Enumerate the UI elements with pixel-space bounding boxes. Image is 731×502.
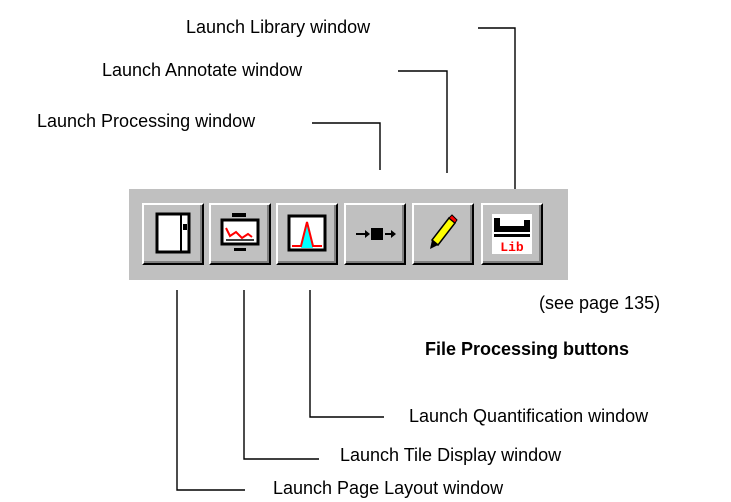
library-icon-label: Lib xyxy=(500,240,524,255)
processing-callout-label: Launch Processing window xyxy=(37,111,256,131)
leader-library xyxy=(478,27,516,203)
leader-quantification xyxy=(309,290,384,418)
library-icon: Lib xyxy=(492,214,532,255)
file-processing-toolbar: Lib xyxy=(129,189,568,280)
annotate-callout-label: Launch Annotate window xyxy=(102,60,303,80)
tile-display-callout-label: Launch Tile Display window xyxy=(340,445,562,465)
library-callout-label: Launch Library window xyxy=(186,17,371,37)
leader-processing xyxy=(312,122,381,170)
processing-button[interactable] xyxy=(344,203,406,265)
leader-tile-display xyxy=(243,290,319,460)
library-button[interactable]: Lib xyxy=(481,203,543,265)
leader-annotate xyxy=(398,70,448,173)
caption-heading: File Processing buttons xyxy=(425,339,630,359)
quantification-button[interactable] xyxy=(276,203,338,265)
page-layout-button[interactable] xyxy=(142,203,204,265)
page-reference: (see page 135) xyxy=(539,293,661,313)
page-layout-callout-label: Launch Page Layout window xyxy=(273,478,504,498)
tile-display-icon xyxy=(220,213,260,251)
quantification-callout-label: Launch Quantification window xyxy=(409,406,649,426)
page-layout-icon xyxy=(155,212,191,254)
processing-arrows-icon xyxy=(356,228,396,240)
tile-display-button[interactable] xyxy=(209,203,271,265)
leader-page-layout xyxy=(176,290,245,491)
annotate-button[interactable] xyxy=(412,203,474,265)
annotate-pencil-icon xyxy=(430,214,458,249)
quantification-icon xyxy=(287,214,327,252)
